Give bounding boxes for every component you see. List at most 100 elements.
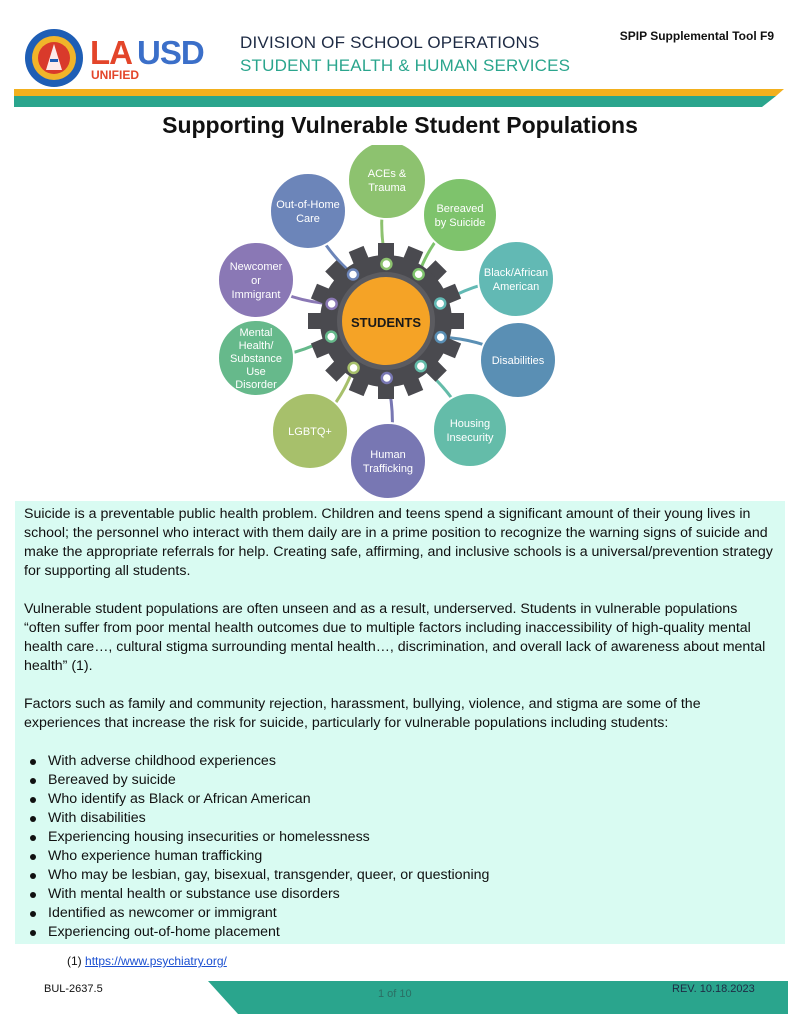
- gear-tooth: [308, 313, 324, 329]
- connector-pin: [346, 268, 360, 281]
- bullet-dot: [30, 816, 36, 822]
- population-node: LGBTQ+: [271, 392, 349, 470]
- risk-list-item: Who may be lesbian, gay, bisexual, trans…: [30, 866, 776, 885]
- population-bubble: [477, 240, 555, 318]
- risk-list-text: Experiencing out-of-home placement: [48, 924, 280, 940]
- footer-bar: [208, 981, 788, 1014]
- risk-list-text: With adverse childhood experiences: [48, 753, 276, 769]
- bullet-dot: [30, 873, 36, 879]
- page-title: Supporting Vulnerable Student Population…: [162, 112, 638, 138]
- population-label: Disabilities: [492, 355, 545, 367]
- svg-text:UNIFIED: UNIFIED: [91, 68, 139, 82]
- tool-label: SPIP Supplemental Tool F9: [619, 29, 774, 43]
- risk-list-item: Who experience human trafficking: [30, 847, 776, 866]
- population-label: Use: [246, 366, 266, 378]
- connector-pin: [434, 330, 447, 344]
- population-label: LGBTQ+: [288, 426, 332, 438]
- paragraph-vulnerable: Vulnerable student populations are often…: [24, 601, 766, 674]
- risk-list-text: Identified as newcomer or immigrant: [48, 905, 277, 921]
- population-bubble: [271, 392, 349, 470]
- population-label: ACEs &: [368, 168, 407, 180]
- population-label: Human: [370, 449, 405, 461]
- svg-text:LA: LA: [90, 34, 132, 71]
- unit-title: STUDENT HEALTH & HUMAN SERVICES: [240, 56, 571, 75]
- population-label: Newcomer: [230, 261, 283, 273]
- connector-pin: [324, 330, 338, 343]
- bullet-dot: [30, 854, 36, 860]
- svg-text:USD: USD: [137, 34, 204, 71]
- connector-pin: [380, 257, 393, 271]
- center-label: STUDENTS: [351, 315, 421, 330]
- lausd-logo: LA USD UNIFIED: [24, 26, 234, 90]
- connector-pin: [325, 297, 338, 311]
- bullet-dot: [30, 759, 36, 765]
- risk-list-item: Experiencing out-of-home placement: [30, 923, 776, 942]
- bulletin-number: BUL-2637.5: [44, 983, 103, 995]
- bullet-dot: [30, 930, 36, 936]
- population-label: Insecurity: [446, 432, 494, 444]
- gear-tooth: [448, 313, 464, 329]
- population-label: by Suicide: [435, 217, 486, 229]
- connector-pin: [433, 297, 447, 310]
- population-label: Disorder: [235, 379, 277, 391]
- population-node: ACEs & Trauma: [347, 145, 427, 220]
- population-bubble: [217, 319, 295, 397]
- footnote-link[interactable]: https://www.psychiatry.org/: [85, 954, 227, 968]
- center-node: STUDENTS: [342, 277, 430, 365]
- population-bubble: [269, 172, 347, 250]
- connector-pin: [380, 371, 394, 385]
- bullet-dot: [30, 911, 36, 917]
- page-number: 1 of 10: [378, 988, 412, 1000]
- population-label: Trauma: [368, 182, 406, 194]
- population-node: Bereaved by Suicide: [422, 177, 498, 253]
- population-label: or: [251, 275, 261, 287]
- paragraph-factors: Factors such as family and community rej…: [24, 696, 701, 731]
- gear-tooth: [378, 243, 394, 259]
- bullet-dot: [30, 892, 36, 898]
- population-bubble: [217, 241, 295, 319]
- header-stripe: [14, 89, 784, 107]
- population-label: Black/African: [484, 267, 548, 279]
- lausd-logo-graphic: LA USD UNIFIED: [25, 29, 205, 87]
- risk-list-item: With disabilities: [30, 809, 776, 828]
- bullet-dot: [30, 778, 36, 784]
- connector-pin: [414, 359, 428, 373]
- population-label: Mental: [239, 327, 272, 339]
- population-node: Disabilities: [479, 321, 557, 399]
- risk-list-item: Who identify as Black or African America…: [30, 790, 776, 809]
- bullet-dot: [30, 835, 36, 841]
- population-bubble: [347, 145, 427, 220]
- connector-pin: [347, 361, 360, 375]
- risk-list-text: Who may be lesbian, gay, bisexual, trans…: [48, 867, 490, 883]
- population-bubble: [349, 422, 427, 500]
- risk-list-item: With mental health or substance use diso…: [30, 885, 776, 904]
- risk-list-text: Bereaved by suicide: [48, 772, 176, 788]
- footnote-marker: (1): [67, 954, 82, 968]
- population-label: Immigrant: [232, 289, 281, 301]
- risk-list-item: Experiencing housing insecurities or hom…: [30, 828, 776, 847]
- risk-list-item: With adverse childhood experiences: [30, 752, 776, 771]
- risk-list-text: Who identify as Black or African America…: [48, 791, 311, 807]
- gear-tooth: [378, 383, 394, 399]
- risk-list-text: With mental health or substance use diso…: [48, 886, 340, 902]
- population-label: American: [493, 281, 539, 293]
- footnote: (1) https://www.psychiatry.org/: [67, 954, 227, 968]
- risk-list-text: Who experience human trafficking: [48, 848, 263, 864]
- risk-list-item: Bereaved by suicide: [30, 771, 776, 790]
- revision-date: REV. 10.18.2023: [672, 983, 755, 995]
- population-label: Bereaved: [436, 203, 483, 215]
- population-label: Trafficking: [363, 463, 413, 475]
- population-label: Care: [296, 213, 320, 225]
- risk-list-item: Identified as newcomer or immigrant: [30, 904, 776, 923]
- division-title: DIVISION OF SCHOOL OPERATIONS: [240, 33, 540, 52]
- connector-pin: [412, 268, 425, 281]
- population-label: Substance: [230, 353, 282, 365]
